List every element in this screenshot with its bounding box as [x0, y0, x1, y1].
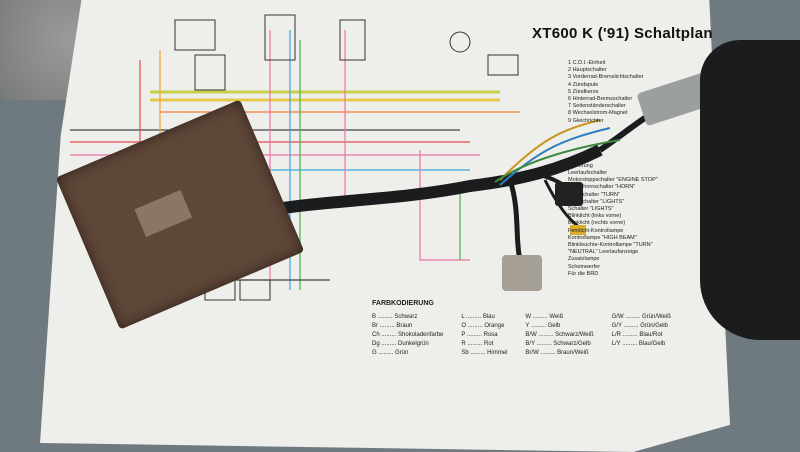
legend-item: Leerlaufschalter	[568, 170, 608, 177]
legend-item: Zusatzlampe	[568, 256, 600, 263]
color-code-entry: L ......... Blau	[461, 314, 495, 320]
legend-item: Blinklicht (rechts vorne)	[568, 220, 626, 227]
legend-item: Sicherung	[568, 162, 593, 169]
round-connector	[502, 255, 542, 291]
cdi-unit-label	[134, 189, 193, 238]
color-code-entry: L/R ......... Blau/Rot	[611, 332, 663, 338]
color-code-column: G/W ......... Grün/Weiß G/Y ......... Gr…	[612, 313, 671, 358]
legend-item: Schalter "LIGHTS"	[568, 206, 614, 213]
color-code-entry: Sb ......... Himmel	[461, 350, 508, 356]
color-code-entry: R ......... Rot	[461, 341, 494, 347]
multi-pin-connector	[637, 72, 715, 126]
color-code-entry: O ......... Orange	[461, 323, 505, 329]
legend-item: 9 Gleichrichter	[568, 117, 604, 124]
color-code-entry: Ch ......... Shokoladenfarbe	[372, 332, 444, 338]
legend-item: Blinkleuchte-Kontrollampe "TURN"	[568, 242, 653, 249]
legend-item: 4 Zündspule	[568, 81, 599, 88]
color-code-entry: G/Y ......... Grün/Gelb	[611, 323, 668, 329]
color-code-column: W ......... Weiß Y ......... Gelb B/W ..…	[525, 313, 593, 358]
legend-item: 3 Vorderrad-Bremslichtschalter	[568, 74, 644, 81]
legend-item: Blinklicht (links vorne)	[568, 213, 622, 220]
legend-item: 5 Zündkerze	[568, 88, 599, 95]
color-code-entry: P ......... Rosa	[461, 332, 498, 338]
legend-item: 8 Wechselstrom-Magnet	[568, 110, 628, 117]
color-coding-legend: FARBKODIERUNG B ......... Schwarz Br ...…	[372, 300, 671, 358]
legend-item: "NEUTRAL" Leerlaufanzeige	[568, 249, 639, 256]
legend-item: Motorstoppschalter "ENGINE STOP"	[568, 177, 658, 184]
legend-item: 1 C.D.I.-Einheit	[568, 60, 606, 66]
component-legend: 1 C.D.I.-Einheit 2 Hauptschalter 3 Vorde…	[568, 60, 658, 278]
legend-item: Blinkschalter "TURN"	[568, 191, 620, 198]
legend-item: 6 Hinterrad-Bremsschalter	[568, 96, 633, 103]
legend-item: 7 Seitenständerschalter	[568, 103, 626, 110]
color-code-entry: Dg ......... Dunkelgrün	[372, 341, 429, 347]
diagram-title: XT600 K ('91) Schaltplan	[532, 25, 713, 42]
legend-item: Kontrollampe "HIGH BEAM"	[568, 234, 637, 241]
black-cable-bundle	[700, 40, 800, 340]
legend-item: Signalhornschalter "HORN"	[568, 184, 636, 191]
color-code-entry: G/W ......... Grün/Weiß	[611, 314, 671, 320]
color-code-entry: Br/W ......... Braun/Weiß	[525, 350, 589, 356]
color-code-entry: L/Y ......... Blau/Gelb	[611, 341, 666, 347]
legend-item: 2 Hauptschalter	[568, 67, 607, 74]
color-code-entry: B/W ......... Schwarz/Weiß	[525, 332, 594, 338]
color-code-column: B ......... Schwarz Br ......... Braun C…	[372, 313, 443, 358]
legend-item: Für die BRD	[568, 270, 599, 277]
color-code-entry: G ......... Grün	[372, 350, 409, 356]
black-connector	[555, 182, 583, 206]
legend-item: Scheinwerfer	[568, 263, 601, 270]
color-code-column: L ......... Blau O ......... Orange P ..…	[461, 313, 507, 358]
color-coding-title: FARBKODIERUNG	[372, 300, 434, 307]
color-code-entry: B/Y ......... Schwarz/Gelb	[525, 341, 591, 347]
legend-item: Fernlicht-Kontrollampe	[568, 227, 624, 234]
color-code-entry: B ......... Schwarz	[372, 314, 418, 320]
color-code-entry: W ......... Weiß	[525, 314, 564, 320]
color-code-entry: Br ......... Braun	[372, 323, 413, 329]
legend-item: Lichtschalter "LIGHTS"	[568, 198, 625, 205]
yellow-connector	[570, 225, 586, 235]
color-code-entry: Y ......... Gelb	[525, 323, 561, 329]
